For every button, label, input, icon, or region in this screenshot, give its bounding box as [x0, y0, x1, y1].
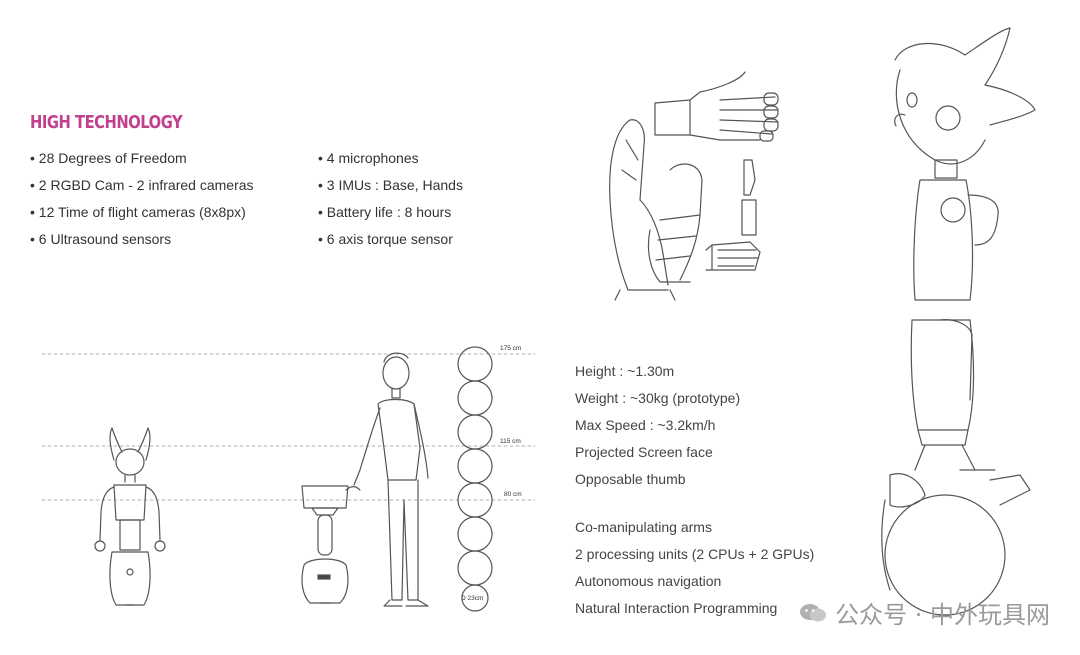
character-robot-large [881, 27, 1036, 616]
hand-drawing-middle [647, 163, 703, 283]
scale-label-175: 175 cm [500, 345, 521, 352]
watermark: 公众号 · 中外玩具网 [799, 595, 1050, 630]
robot-front-view [94, 427, 166, 606]
spec-item: Projected Screen face [575, 444, 713, 460]
height-reference-lines [41, 353, 536, 501]
spec-item: Max Speed : ~3.2km/h [575, 417, 716, 433]
human-figure [353, 352, 429, 607]
feature-item: • 6 axis torque sensor [318, 231, 453, 247]
features-right-list: • 4 microphones • 3 IMUs : Base, Hands •… [318, 145, 463, 253]
hand-drawing-large [609, 119, 676, 301]
feature-item: • Battery life : 8 hours [318, 204, 452, 220]
feature-item: • 6 Ultrasound sensors [30, 231, 172, 247]
hand-drawing-small [705, 159, 761, 271]
diameter-circle-stack [457, 346, 493, 612]
hand-drawing-top [654, 71, 779, 142]
spec-item: Opposable thumb [575, 471, 686, 487]
spec-item: Co-manipulating arms [575, 519, 712, 535]
feature-item: • 2 RGBD Cam - 2 infrared cameras [30, 177, 254, 193]
robot-side-view [301, 485, 361, 604]
spec-item: Natural Interaction Programming [575, 600, 778, 616]
diameter-label: D 23cm [461, 595, 483, 602]
specs-list: Height : ~1.30m Weight : ~30kg (prototyp… [575, 358, 814, 622]
feature-item: • 12 Time of flight cameras (8x8px) [30, 204, 246, 220]
wechat-icon [800, 603, 827, 621]
scale-label-80: 80 cm [504, 491, 522, 498]
section-title: HIGH TECHNOLOGY [30, 112, 183, 133]
spec-item: 2 processing units (2 CPUs + 2 GPUs) [575, 546, 815, 562]
spec-item: Autonomous navigation [575, 573, 722, 589]
spec-item: Weight : ~30kg (prototype) [575, 390, 741, 406]
spec-item: Height : ~1.30m [575, 363, 675, 379]
feature-item: • 28 Degrees of Freedom [30, 150, 187, 166]
scale-label-115: 115 cm [500, 438, 521, 445]
features-left-list: • 28 Degrees of Freedom • 2 RGBD Cam - 2… [30, 145, 254, 253]
feature-item: • 3 IMUs : Base, Hands [318, 177, 463, 193]
watermark-text: 公众号 · 中外玩具网 [835, 601, 1050, 629]
feature-item: • 4 microphones [318, 150, 419, 166]
